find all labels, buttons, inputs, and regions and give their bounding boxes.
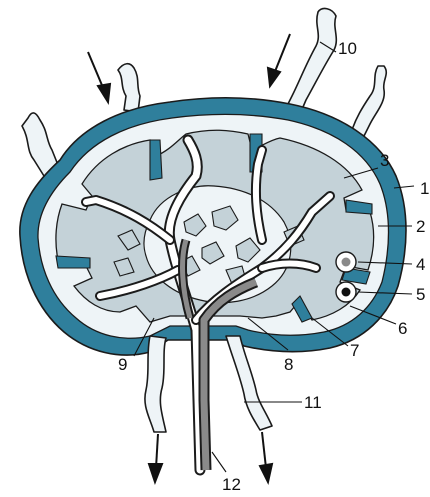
label-6: 6 [398, 319, 407, 338]
label-10: 10 [338, 39, 357, 58]
label-7: 7 [350, 341, 359, 360]
afferent-vessel-top [286, 9, 336, 114]
afferent-vessel-upper-left [118, 64, 140, 112]
label-4: 4 [416, 255, 425, 274]
follicle-4 [336, 252, 356, 272]
arrow-out-left [149, 434, 162, 482]
efferent-vessel-left [145, 336, 166, 432]
label-11: 11 [304, 393, 322, 412]
label-3: 3 [380, 151, 389, 170]
follicle-5 [336, 282, 356, 302]
label-2: 2 [416, 217, 425, 236]
label-8: 8 [284, 355, 293, 374]
label-1: 1 [420, 179, 429, 198]
arrow-in-left [88, 52, 110, 102]
label-5: 5 [416, 285, 425, 304]
arrow-out-right [260, 432, 272, 482]
label-9: 9 [118, 355, 127, 374]
label-12: 12 [222, 475, 241, 494]
afferent-vessel-right [352, 66, 386, 136]
arrow-in-top [268, 34, 290, 86]
